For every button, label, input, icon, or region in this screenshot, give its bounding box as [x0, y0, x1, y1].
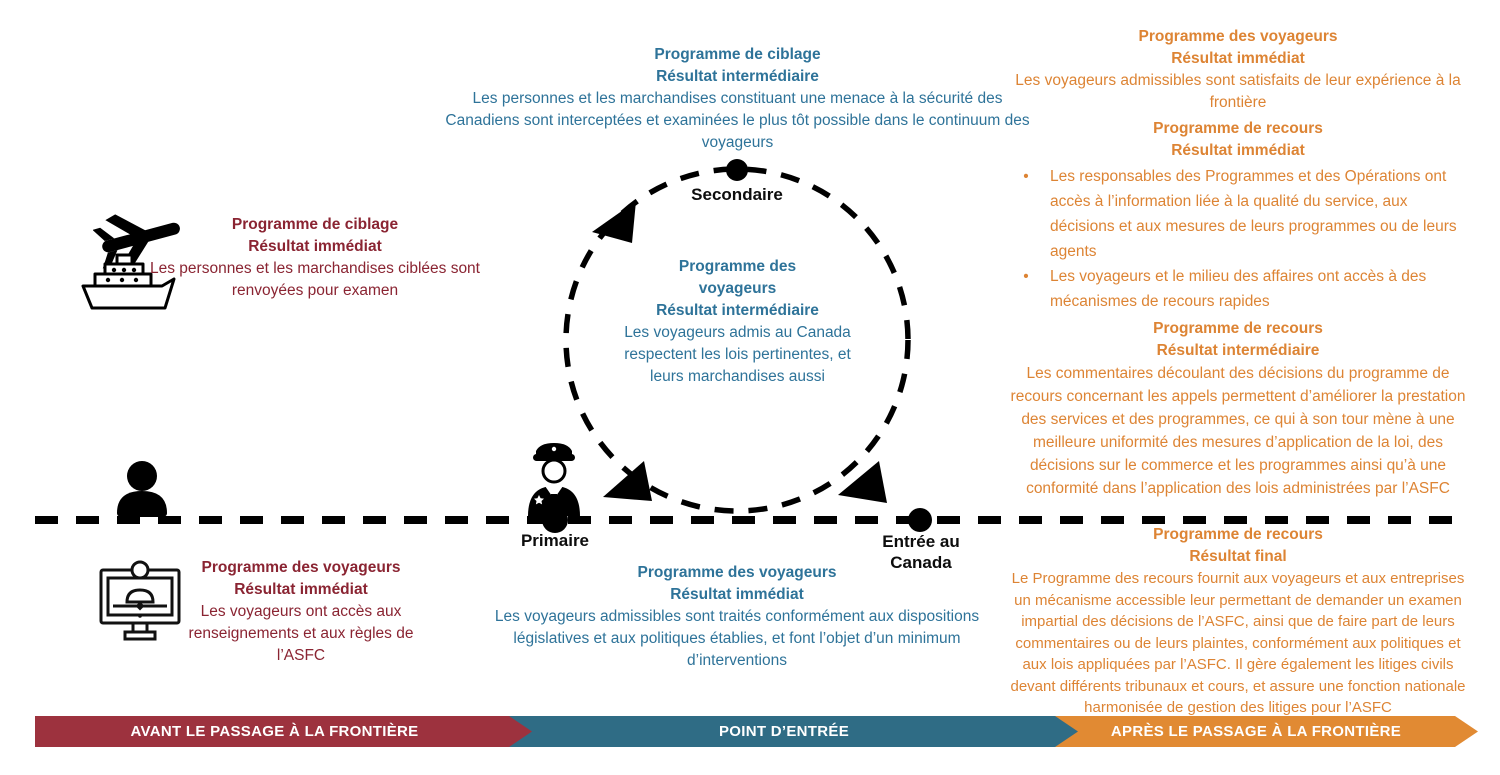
ship-icon: [81, 253, 176, 310]
block-body: Les personnes et les marchandises ciblée…: [150, 260, 480, 299]
block-title: Programme de recours: [1153, 526, 1323, 543]
recourse-final-block: Programme de recours Résultat final Le P…: [1002, 524, 1474, 719]
banner-after-border: APRÈS LE PASSAGE À LA FRONTIÈRE: [1052, 716, 1478, 747]
bullet-marker: •: [1023, 268, 1029, 285]
circle-arrow-lower-right: [838, 461, 887, 503]
block-body: Les commentaires découlant des décisions…: [1010, 365, 1466, 497]
block-body: Les voyageurs admis au Canada respectent…: [624, 324, 851, 385]
banner-label: POINT D’ENTRÉE: [718, 723, 850, 740]
entry-dot: [908, 508, 932, 532]
block-title: Programme des voyageurs: [1138, 28, 1338, 45]
banner-label: AVANT LE PASSAGE À LA FRONTIÈRE: [130, 723, 419, 740]
border-officer-icon: [528, 443, 580, 516]
targeting-immediate-block: Programme de ciblage Résultat immédiat L…: [148, 214, 482, 302]
block-body: Les personnes et les marchandises consti…: [445, 90, 1030, 151]
block-title: Programme de ciblage: [231, 216, 399, 233]
recourse-immediate-bullet-list: • Les responsables des Programmes et des…: [1002, 164, 1474, 314]
block-body: Les voyageurs admissibles sont satisfait…: [1015, 72, 1461, 111]
block-subtitle: Résultat immédiat: [248, 238, 382, 255]
block-title: Programme de recours: [1153, 320, 1323, 337]
block-title: Programme des voyageurs: [201, 559, 401, 576]
targeting-intermediate-block: Programme de ciblage Résultat intermédia…: [445, 44, 1030, 154]
travellers-intermediate-block: Programme des voyageurs Résultat intermé…: [610, 256, 865, 388]
block-body: Le Programme des recours fournit aux voy…: [1010, 570, 1466, 716]
bullet-text: Les voyageurs et le milieu des affaires …: [1050, 268, 1427, 310]
block-subtitle: Résultat final: [1189, 548, 1287, 565]
bullet-marker: •: [1023, 168, 1029, 185]
block-subtitle: Résultat immédiat: [1171, 50, 1305, 67]
recourse-intermediate-block: Programme de recours Résultat intermédia…: [1002, 318, 1474, 500]
station-label-secondary: Secondaire: [691, 185, 783, 204]
block-body: Les voyageurs admissibles sont traités c…: [494, 608, 980, 669]
block-title: Programme de ciblage: [654, 46, 821, 63]
circle-arrow-lower-left: [603, 461, 652, 501]
banner-label: APRÈS LE PASSAGE À LA FRONTIÈRE: [1110, 723, 1402, 740]
block-subtitle: Résultat immédiat: [234, 581, 368, 598]
block-subtitle: Résultat intermédiaire: [1156, 342, 1320, 359]
station-label-primary: Primaire: [520, 531, 590, 550]
secondary-dot: [726, 159, 748, 181]
banner-before-border: AVANT LE PASSAGE À LA FRONTIÈRE: [35, 716, 532, 747]
person-icon: [117, 461, 167, 517]
block-subtitle: Résultat intermédiaire: [656, 302, 819, 319]
block-subtitle: Résultat immédiat: [670, 586, 804, 603]
block-title: Programme de recours: [1153, 120, 1323, 137]
recourse-immediate-block: Programme de recours Résultat immédiat •…: [1002, 118, 1474, 314]
list-item: • Les voyageurs et le milieu des affaire…: [1002, 264, 1474, 314]
banner-point-of-entry: POINT D’ENTRÉE: [508, 716, 1078, 747]
bullet-text: Les responsables des Programmes et des O…: [1050, 168, 1457, 260]
travellers-poe-immediate-block: Programme des voyageurs Résultat immédia…: [487, 562, 987, 672]
station-label-entry: Entrée au Canada: [882, 532, 960, 572]
block-title: Programme des voyageurs: [637, 564, 837, 581]
block-body: Les voyageurs ont accès aux renseignemen…: [188, 603, 414, 664]
block-subtitle: Résultat immédiat: [1171, 142, 1305, 159]
list-item: • Les responsables des Programmes et des…: [1002, 164, 1474, 264]
monitor-kiosk-icon: [99, 560, 181, 641]
circle-arrow-upper-left: [592, 201, 636, 243]
post-travellers-immediate-block: Programme des voyageurs Résultat immédia…: [1002, 26, 1474, 114]
block-subtitle: Résultat intermédiaire: [656, 68, 819, 85]
block-title: Programme des voyageurs: [678, 258, 797, 297]
travellers-info-immediate-block: Programme des voyageurs Résultat immédia…: [173, 557, 429, 667]
